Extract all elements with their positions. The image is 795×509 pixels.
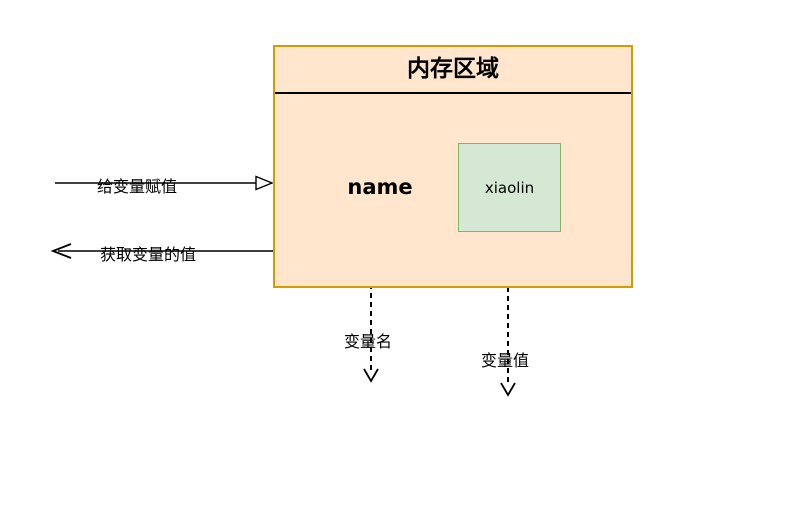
right-arrowhead-icon <box>255 175 274 191</box>
left-arrowhead-icon <box>50 243 72 259</box>
get-arrow-label: 获取变量的值 <box>100 245 197 264</box>
down-arrowhead-icon <box>500 382 516 397</box>
memory-region-box: 内存区域 <box>273 45 633 288</box>
variable-value-text: xiaolin <box>484 178 535 197</box>
down-arrowhead-icon <box>363 368 379 383</box>
var-name-annotation: 变量名 <box>344 332 393 351</box>
variable-value-box: xiaolin <box>458 143 561 232</box>
assign-arrow-label: 给变量赋值 <box>97 177 178 196</box>
var-value-annotation: 变量值 <box>481 351 530 370</box>
variable-name-label: name <box>347 175 413 199</box>
memory-region-title: 内存区域 <box>275 47 631 94</box>
